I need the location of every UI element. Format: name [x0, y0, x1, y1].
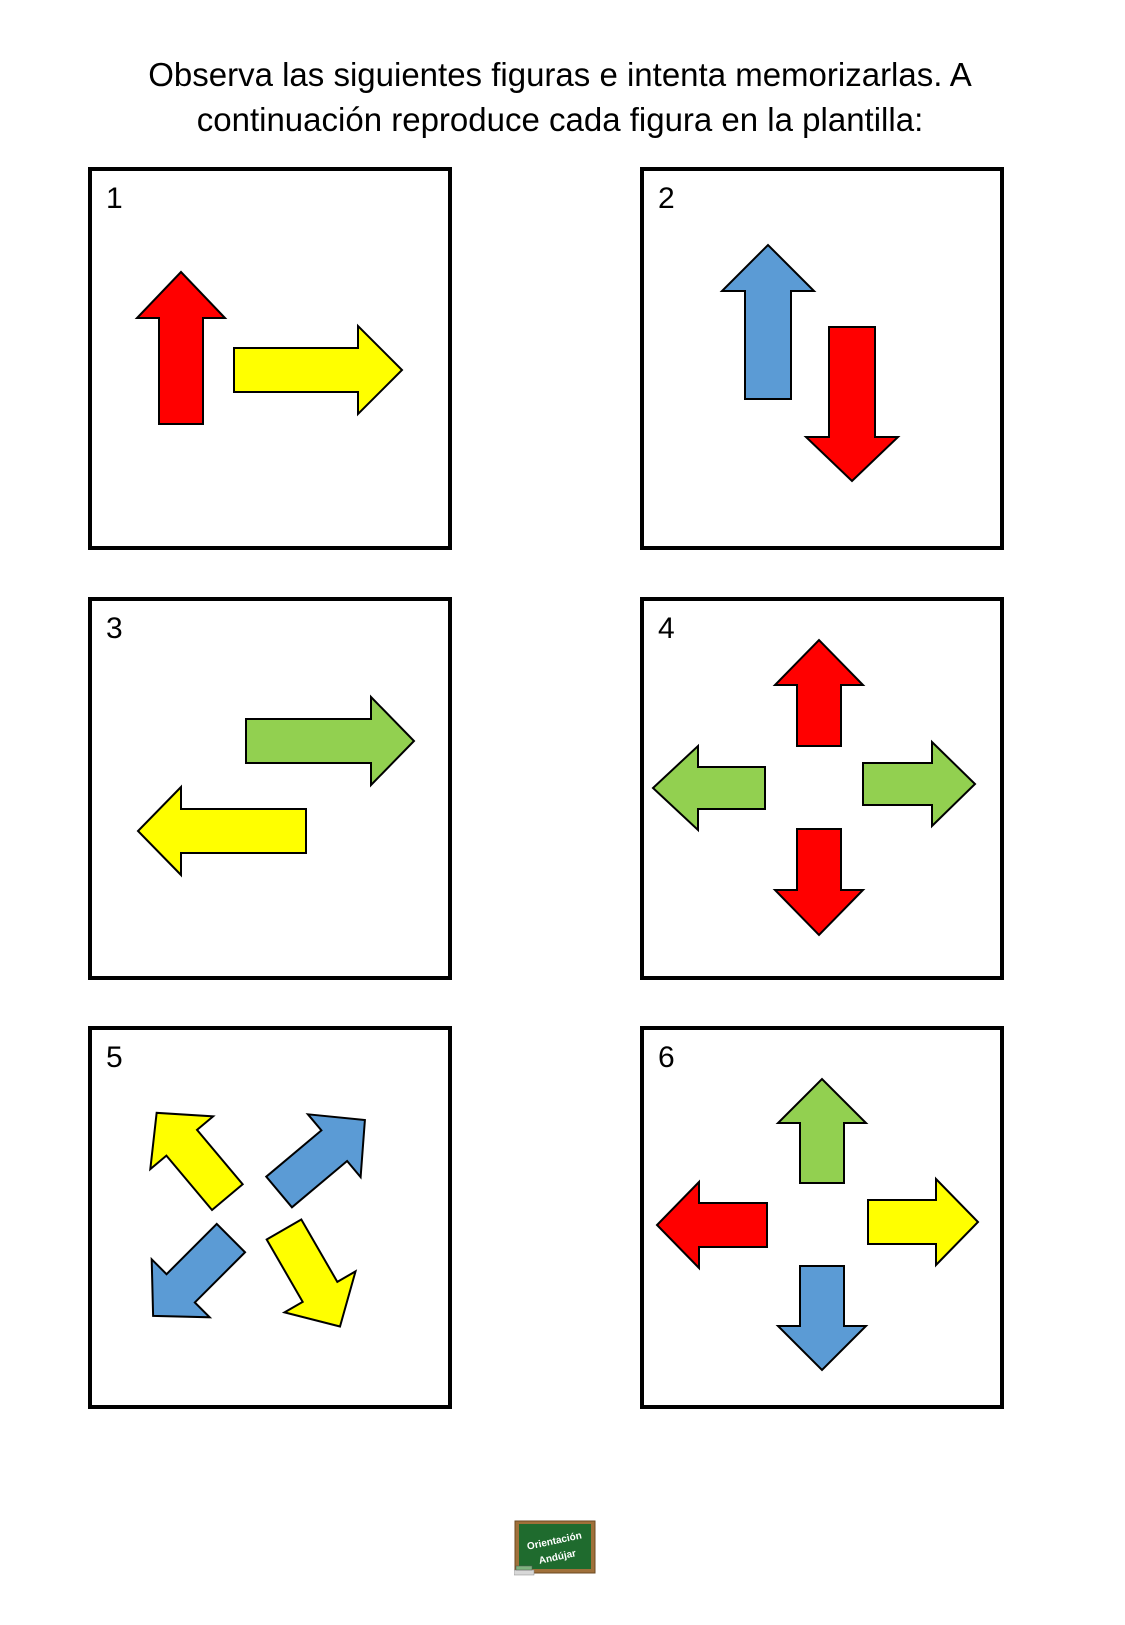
orientacion-andujar-logo: Orientación Andújar: [513, 1520, 596, 1578]
instructions-line-1: Observa las siguientes figuras e intenta…: [148, 56, 972, 93]
panel-2-canvas: [719, 243, 901, 483]
arrow-right-icon: [245, 694, 416, 788]
panel-6-canvas: [655, 1077, 980, 1372]
panel-3-canvas: [136, 694, 416, 878]
arrow-down-icon: [772, 828, 866, 937]
arrow-up-icon: [719, 243, 817, 400]
panel-number: 1: [106, 182, 123, 215]
arrow-down-left-icon: [150, 1222, 247, 1319]
arrow-left-icon: [651, 743, 766, 833]
arrow-right-icon: [862, 739, 977, 829]
panel-5-canvas: [149, 1111, 366, 1328]
figure-panel-6: 6: [640, 1026, 1004, 1409]
arrow-right-icon: [233, 323, 404, 417]
arrow-up-left-icon: [149, 1111, 245, 1212]
figure-panel-1: 1: [88, 167, 452, 550]
panel-number: 6: [658, 1041, 675, 1074]
arrow-down-icon: [775, 1265, 869, 1372]
arrow-down-icon: [803, 326, 901, 483]
arrow-left-icon: [136, 784, 307, 878]
figure-panel-4: 4: [640, 597, 1004, 980]
panel-4-canvas: [651, 638, 977, 937]
arrow-up-right-icon: [264, 1113, 366, 1209]
panel-number: 2: [658, 182, 675, 215]
arrow-up-icon: [772, 638, 866, 747]
panel-number: 4: [658, 612, 675, 645]
instructions-text: Observa las siguientes figuras e intenta…: [60, 52, 1060, 142]
arrow-right-icon: [867, 1176, 980, 1268]
chalkboard-icon: Orientación Andújar: [513, 1520, 596, 1576]
instructions-line-2: continuación reproduce cada figura en la…: [196, 101, 924, 138]
figure-panel-3: 3: [88, 597, 452, 980]
panel-1-canvas: [134, 270, 404, 425]
arrow-left-icon: [655, 1179, 768, 1271]
arrow-up-icon: [134, 270, 228, 425]
arrow-down-right-icon: [265, 1218, 358, 1328]
panel-number: 3: [106, 612, 123, 645]
figure-panel-2: 2: [640, 167, 1004, 550]
arrow-up-icon: [775, 1077, 869, 1184]
panel-number: 5: [106, 1041, 123, 1074]
figure-panel-5: 5: [88, 1026, 452, 1409]
